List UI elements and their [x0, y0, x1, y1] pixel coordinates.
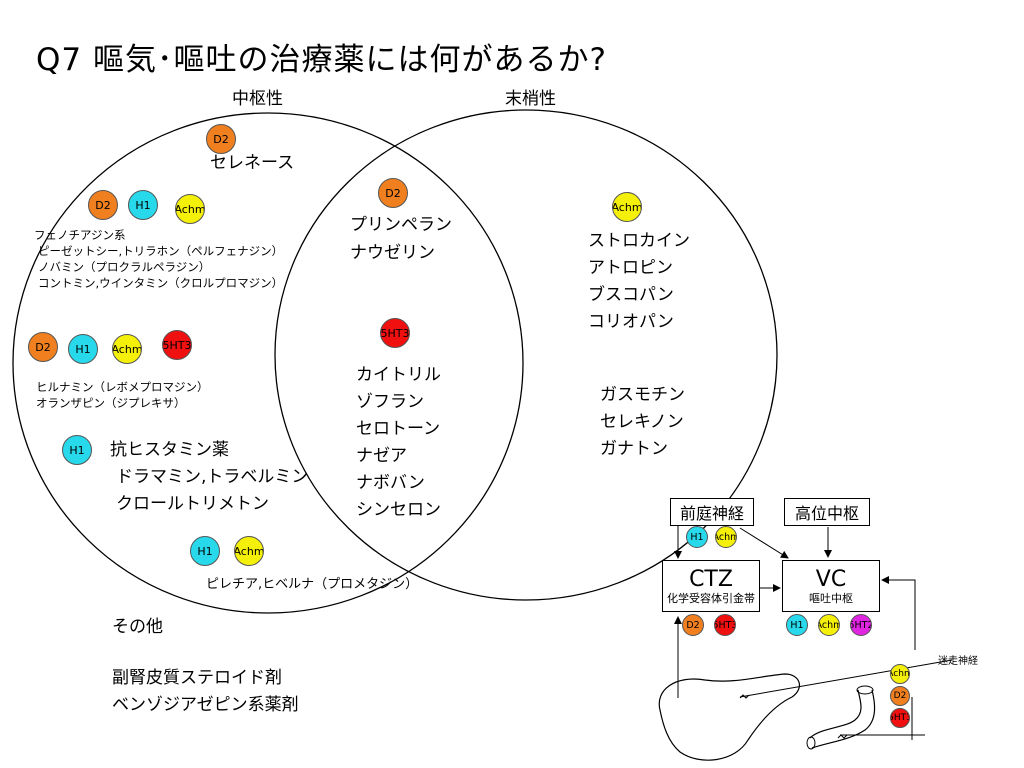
higher-center-box: 高位中枢: [784, 498, 870, 526]
drug-hirnamin: ヒルナミン（レボメプロマジン）: [36, 380, 209, 394]
drug-contomin: コントミン,ウインタミン（クロルプロマジン）: [38, 276, 284, 290]
h1-receptor-badge: H1: [68, 334, 98, 364]
achm-receptor-badge: Achm: [175, 194, 205, 224]
antihistamine-heading: 抗ヒスタミン薬: [110, 440, 229, 460]
achm-receptor-badge: Achm: [818, 614, 840, 636]
h1-receptor-badge: H1: [190, 536, 220, 566]
vc-label: VC: [815, 566, 847, 592]
page-title: Q7 嘔気･嘔吐の治療薬には何があるか?: [36, 42, 607, 78]
5ht3-receptor-badge: 5HT3: [890, 708, 910, 728]
arrow-vagus-to-vc: [881, 576, 916, 650]
drug-dramamine: ドラマミン,トラベルミン: [116, 467, 309, 487]
h1-receptor-badge: H1: [786, 614, 808, 636]
central-circle: [12, 112, 524, 614]
intestine-shape: [809, 689, 876, 749]
drug-promethazine: ピレチア,ヒベルナ（プロメタジン）: [206, 577, 419, 592]
ctz-label: CTZ: [689, 566, 733, 592]
drug-corticosteroid: 副腎皮質ステロイド剤: [112, 668, 282, 688]
drug-selenase: セレネース: [210, 153, 295, 173]
arrow-vestibular-to-vc: [739, 527, 789, 559]
d2-receptor-badge: D2: [378, 178, 408, 208]
drug-nauzelin: ナウゼリン: [350, 243, 435, 263]
drug-gasmotin: ガスモチン: [600, 385, 685, 405]
drug-buscopan: ブスコパン: [588, 285, 674, 305]
peripheral-circle: [274, 109, 778, 601]
drug-atropine: アトロピン: [588, 258, 673, 278]
stomach-shape: [658, 673, 801, 761]
ctz-box: CTZ 化学受容体引金帯: [662, 560, 760, 612]
achm-receptor-badge: Achm: [234, 536, 264, 566]
5ht3-receptor-badge: 5HT3: [714, 614, 736, 636]
vc-sublabel: 嘔吐中枢: [809, 591, 853, 605]
drug-strocain: ストロカイン: [588, 231, 690, 251]
drug-ganaton: ガナトン: [600, 439, 668, 459]
phenothiazine-heading: フェノチアジン系: [34, 228, 126, 242]
drug-nasea: ナゼア: [356, 446, 407, 466]
d2-receptor-badge: D2: [206, 124, 236, 154]
drug-synceron: シンセロン: [356, 500, 441, 520]
achm-receptor-badge: Achm: [715, 526, 737, 548]
achm-receptor-badge: Achm: [890, 664, 910, 684]
other-heading: その他: [112, 617, 163, 637]
d2-receptor-badge: D2: [28, 332, 58, 362]
vagus-nerve-label: 迷走神経: [938, 656, 978, 667]
drug-serotone: セロトーン: [356, 419, 441, 439]
d2-receptor-badge: D2: [682, 614, 704, 636]
drug-benzodiazepine: ベンゾジアゼピン系薬剤: [112, 695, 299, 715]
drug-pzc: ピーゼットシー,トリラホン（ペルフェナジン）: [38, 244, 284, 258]
drug-zofran: ゾフラン: [356, 392, 424, 412]
drug-coliopan: コリオパン: [588, 312, 674, 332]
drug-cerekinon: セレキノン: [600, 412, 684, 432]
d2-receptor-badge: D2: [890, 686, 910, 706]
ctz-sublabel: 化学受容体引金帯: [667, 591, 755, 605]
vagus-nerve-line: [739, 659, 953, 698]
achm-receptor-badge: Achm: [612, 192, 642, 222]
higher-center-label: 高位中枢: [794, 504, 859, 523]
5ht3-receptor-badge: 5HT3: [162, 330, 192, 360]
drug-olanzapine: オランザピン（ジプレキサ）: [36, 396, 186, 410]
d2-receptor-badge: D2: [88, 190, 118, 220]
vestibular-nerve-box: 前庭神経: [670, 498, 754, 526]
drug-navoban: ナボバン: [356, 473, 425, 493]
drug-primperan: プリンペラン: [350, 215, 452, 235]
5ht2-receptor-badge: 5HT2: [850, 614, 872, 636]
drug-kytril: カイトリル: [356, 365, 441, 385]
vestibular-nerve-label: 前庭神経: [679, 504, 744, 523]
vc-box: VC 嘔吐中枢: [782, 560, 880, 612]
peripheral-label: 末梢性: [505, 89, 556, 109]
h1-receptor-badge: H1: [128, 190, 158, 220]
5ht3-receptor-badge: 5HT3: [380, 318, 410, 348]
achm-receptor-badge: Achm: [112, 334, 142, 364]
drug-novamin: ノバミン（プロクラルペラジン）: [38, 260, 211, 274]
h1-receptor-badge: H1: [686, 526, 708, 548]
drug-chlortrimeton: クロールトリメトン: [116, 494, 269, 514]
central-label: 中枢性: [232, 89, 283, 109]
h1-receptor-badge: H1: [62, 435, 92, 465]
